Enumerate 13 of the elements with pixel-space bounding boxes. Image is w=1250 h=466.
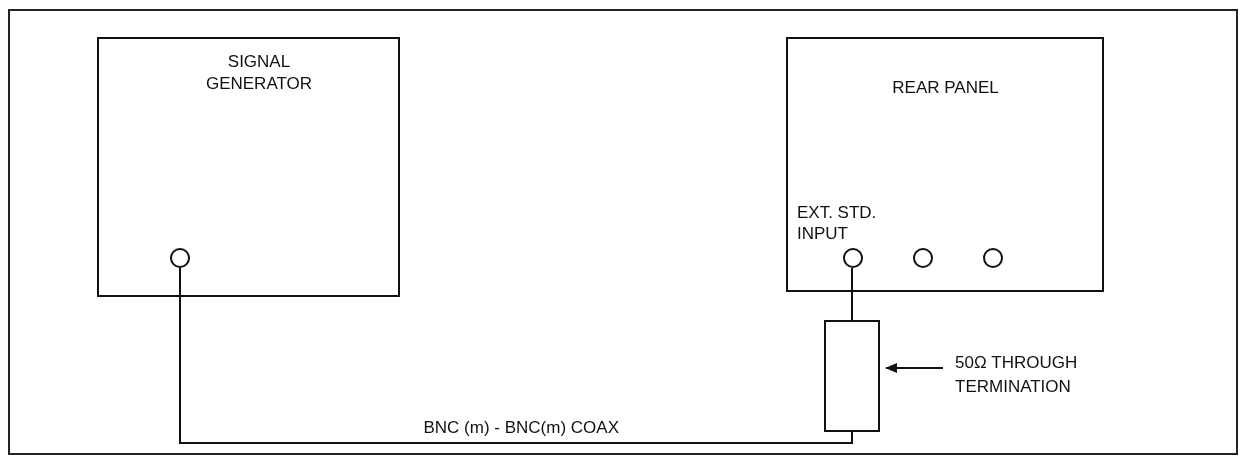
generator-box	[97, 37, 400, 297]
box-title: SIGNAL GENERATOR	[204, 51, 314, 95]
instrument-panel-box	[786, 37, 1104, 292]
box-title: REAR PANEL	[891, 77, 1000, 99]
cable-line	[851, 267, 853, 321]
port-label: EXT. STD. INPUT	[797, 202, 878, 244]
cable-line	[179, 267, 853, 444]
connector-jack	[983, 248, 1003, 268]
connector-jack	[913, 248, 933, 268]
callout-text: 50Ω THROUGH TERMINATION	[955, 352, 1079, 398]
arrow	[885, 363, 944, 373]
termination-box	[824, 320, 880, 432]
connector-jack	[170, 248, 190, 268]
